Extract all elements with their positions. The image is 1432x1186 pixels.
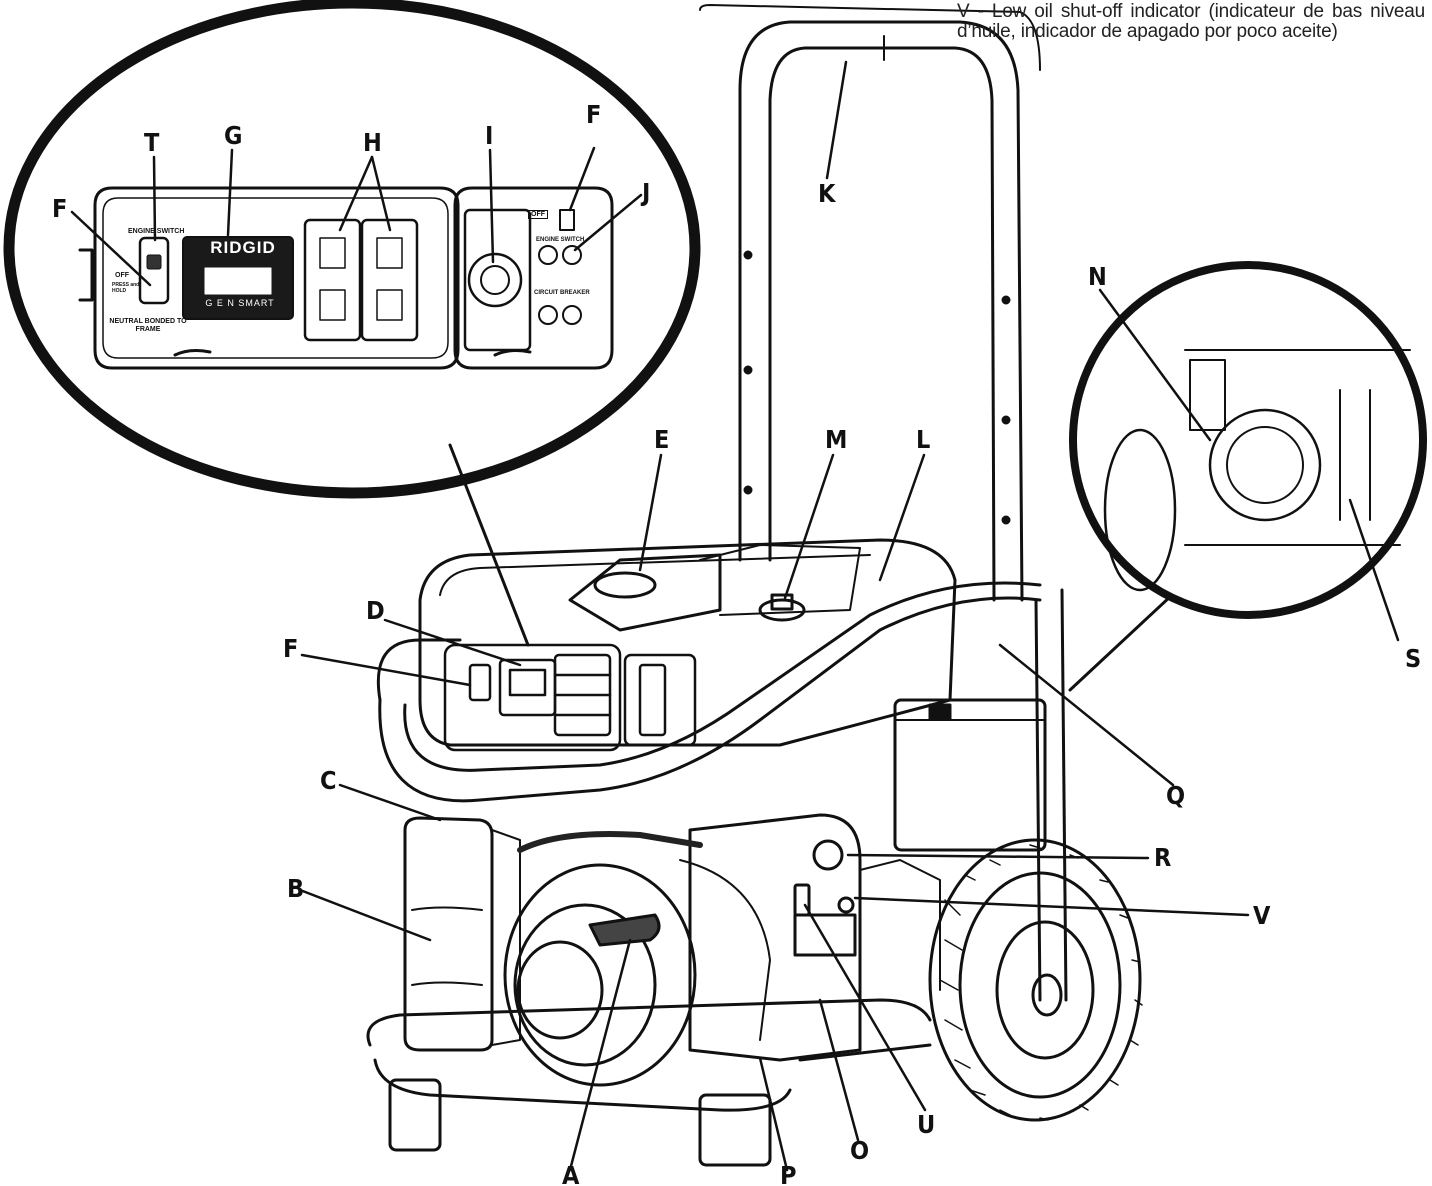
panel-press-hold-label: PRESS and HOLD [112, 282, 140, 294]
callout-n: N [1088, 262, 1107, 291]
callout-o: O [850, 1136, 870, 1165]
panel-engine-switch-right-label: ENGINE SWITCH [536, 237, 585, 243]
air-filter [403, 816, 703, 1052]
callout-u: U [917, 1110, 936, 1139]
panel-brand-logo: RIDGID [210, 238, 276, 257]
callout-f-mid: F [283, 634, 299, 663]
battery [893, 698, 1047, 852]
callout-m: M [825, 425, 848, 454]
callout-g: G [224, 121, 243, 150]
fuel-tank [418, 538, 957, 747]
callout-h: H [363, 128, 382, 157]
callout-j: J [642, 178, 651, 207]
callout-v: V [1253, 901, 1271, 930]
front-tube [376, 581, 1042, 803]
wheel [928, 838, 1143, 1122]
callout-t: T [144, 128, 160, 157]
callout-a: A [562, 1161, 580, 1186]
panel-gensmart-label: G E N SMART [205, 298, 275, 308]
callout-r: R [1154, 843, 1172, 872]
callout-f-top: F [586, 100, 602, 129]
callout-i: I [485, 121, 494, 150]
legend-dash: - [977, 1, 992, 22]
machine-control-panel [443, 643, 697, 752]
panel-circuit-breaker-label: CIRCUIT BREAKER [534, 290, 590, 296]
legend-entry-v: V - Low oil shut-off indicator (indicate… [957, 2, 1425, 42]
panel-off-label: OFF [115, 272, 129, 279]
callout-c: C [320, 766, 337, 795]
handle-frame [699, 4, 1068, 1002]
legend-text: Low oil shut-off indicator (indicateur d… [957, 1, 1425, 42]
callout-k: K [818, 179, 836, 208]
callout-b: B [287, 874, 305, 903]
control-panel-zoom [3, 0, 701, 647]
legend-key: V [957, 1, 970, 22]
base-frame [366, 998, 932, 1167]
callout-l: L [916, 425, 931, 454]
recoil-starter [503, 859, 771, 1087]
callout-d: D [366, 596, 385, 625]
callout-p: P [780, 1161, 797, 1186]
callout-e: E [654, 425, 670, 454]
callout-q: Q [1166, 781, 1186, 810]
panel-engine-switch-left-label: ENGINE SWITCH [128, 228, 185, 235]
panel-neutral-label: NEUTRAL BONDED TO FRAME [109, 318, 187, 333]
leader-lines [70, 60, 1400, 1172]
panel-off-right-label: OFF [528, 210, 548, 219]
alternator-zoom [1068, 261, 1427, 692]
engine-block [688, 813, 941, 1062]
callout-f-left: F [52, 194, 68, 223]
callout-s: S [1405, 644, 1422, 673]
